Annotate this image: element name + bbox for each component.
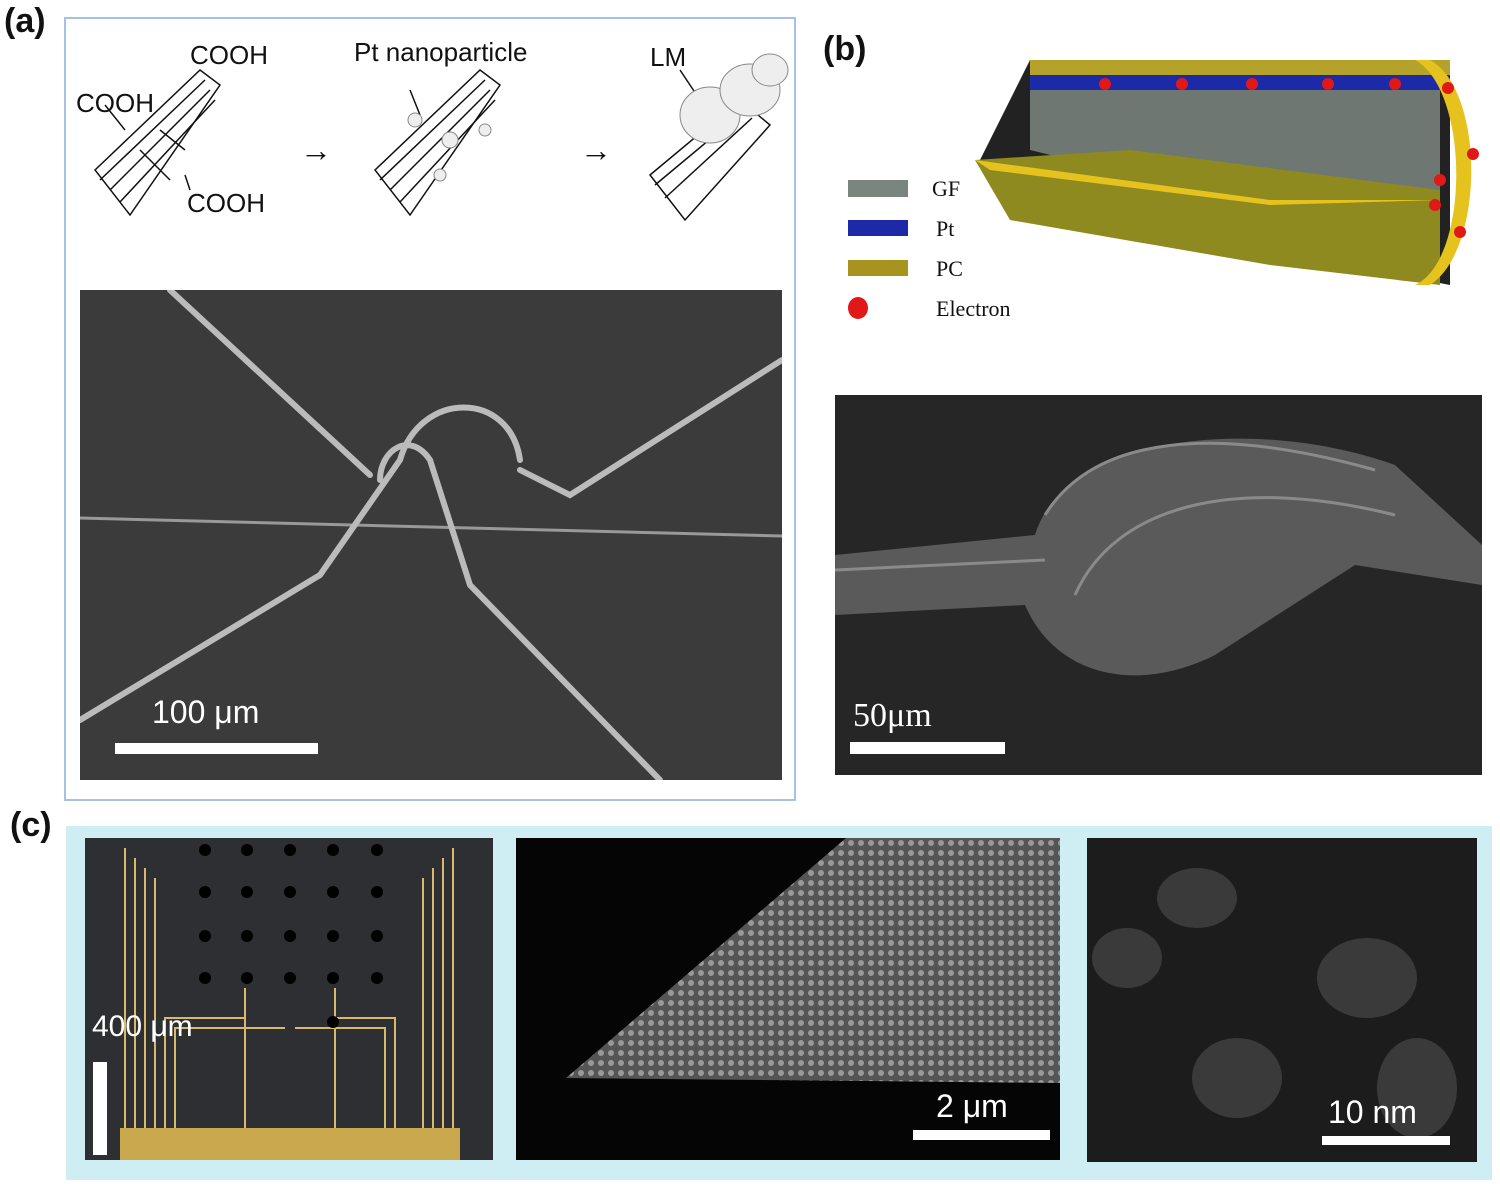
scale-bar-label: 10 nm [1328, 1094, 1417, 1130]
scale-bar [115, 743, 318, 754]
carbon-nanotube-2 [373, 69, 502, 217]
sem-image-fiber-knot [835, 395, 1482, 775]
legend-label: Electron [936, 296, 1011, 321]
pt-nanoparticle-label: Pt nanoparticle [354, 37, 528, 67]
sem-image-nanostructure [516, 838, 1060, 1160]
panel-a-label: (a) [4, 2, 46, 40]
panel-a-frame [64, 17, 796, 801]
cooh-label: COOH [187, 188, 265, 218]
scale-bar-label: 50μm [853, 697, 932, 734]
scale-bar [850, 742, 1005, 754]
legend-swatch-pt [848, 220, 908, 236]
scale-bar-label: 2 μm [936, 1088, 1008, 1124]
legend-electron-dot [848, 297, 868, 319]
legend-label: Pt [936, 216, 955, 241]
scale-bar-label: 100 μm [152, 694, 260, 730]
microelectrode-array-image [85, 838, 493, 1160]
cnt-schematic [93, 53, 789, 222]
scale-bar-label: 400 μm [92, 1010, 193, 1043]
panel-c-label: (c) [10, 806, 52, 844]
fiber-cylinder-diagram [975, 60, 1479, 285]
scale-bar [1322, 1136, 1450, 1145]
scale-bar [93, 1062, 107, 1155]
arrow-icon: → [580, 132, 612, 168]
cooh-label: COOH [76, 88, 154, 118]
legend-swatch-pc [848, 260, 908, 276]
tem-image-lattice [1087, 838, 1477, 1162]
legend-swatch-gf [848, 180, 908, 197]
arrow-icon: → [300, 132, 332, 168]
panel-b-label: (b) [823, 30, 867, 68]
scale-bar [913, 1130, 1050, 1140]
cooh-label: COOH [190, 40, 268, 70]
carbon-nanotube-1 [93, 69, 222, 217]
sem-image-knotted-fibers [80, 290, 782, 780]
lm-label: LM [650, 42, 687, 72]
legend-label: GF [932, 176, 961, 201]
legend-label: PC [936, 256, 963, 281]
